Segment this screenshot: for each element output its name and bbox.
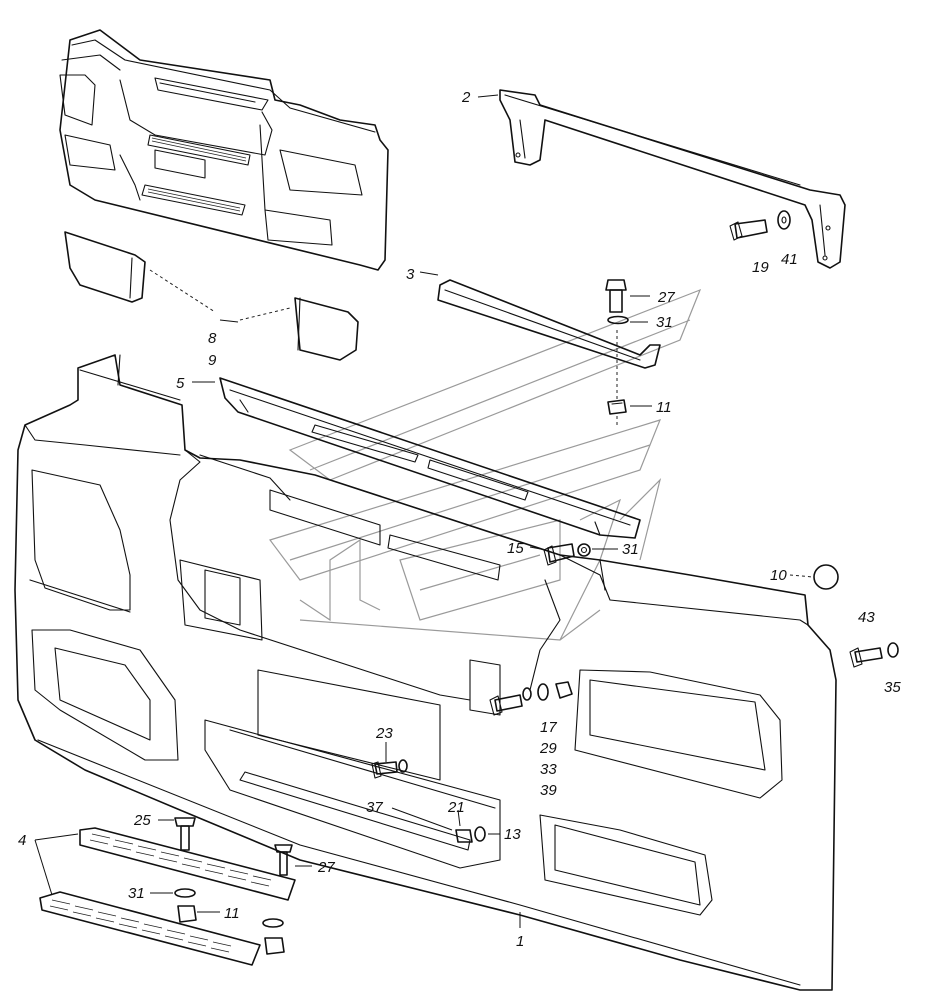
bolt-set-17-39	[489, 681, 573, 716]
label-1: 1	[516, 933, 524, 950]
label-2: 2	[461, 89, 471, 106]
label-19: 19	[752, 259, 769, 276]
bracket-bar	[499, 89, 846, 269]
front-panel-assembly	[59, 29, 389, 271]
label-23: 23	[375, 725, 393, 742]
watermark-logo	[269, 288, 702, 641]
grille-plates	[34, 827, 296, 966]
label-33: 33	[540, 761, 557, 778]
cover-pieces	[64, 231, 359, 361]
label-21: 21	[447, 799, 465, 816]
bolt-21-13	[455, 826, 486, 843]
support-rod	[437, 279, 661, 369]
label-39: 39	[540, 782, 557, 799]
label-27-lower: 27	[317, 859, 335, 876]
part-labels: 2 3 8 9 5 19 41 27 31 11 15 31 10 43 35 …	[18, 89, 901, 950]
label-31-upper: 31	[656, 314, 673, 331]
label-43: 43	[858, 609, 875, 626]
label-31-middle: 31	[622, 541, 639, 558]
label-27-upper: 27	[657, 289, 675, 306]
label-3: 3	[406, 266, 415, 283]
label-15: 15	[507, 540, 524, 557]
bolt-set-19-41	[729, 210, 791, 241]
label-17: 17	[540, 719, 557, 736]
label-5: 5	[176, 375, 185, 392]
label-9: 9	[208, 352, 217, 369]
label-31-lower: 31	[128, 885, 145, 902]
lower-fasteners	[174, 817, 293, 955]
label-41: 41	[781, 251, 798, 268]
label-10: 10	[770, 567, 787, 584]
label-4: 4	[18, 832, 26, 849]
bolt-23	[371, 759, 408, 779]
label-25: 25	[133, 812, 151, 829]
label-35: 35	[884, 679, 901, 696]
bolt-set-upper	[605, 279, 629, 425]
label-37: 37	[366, 799, 383, 816]
label-29: 29	[539, 740, 557, 757]
trim-strip	[219, 377, 641, 539]
washer-10	[789, 564, 839, 590]
label-8: 8	[208, 330, 217, 347]
main-bumper	[14, 354, 837, 991]
bolt-set-15-31	[543, 543, 591, 566]
bolt-set-43-35	[849, 642, 899, 668]
label-11-lower: 11	[224, 905, 240, 922]
label-13: 13	[504, 826, 521, 843]
leader-lines	[150, 94, 652, 928]
label-11-upper: 11	[656, 399, 672, 416]
